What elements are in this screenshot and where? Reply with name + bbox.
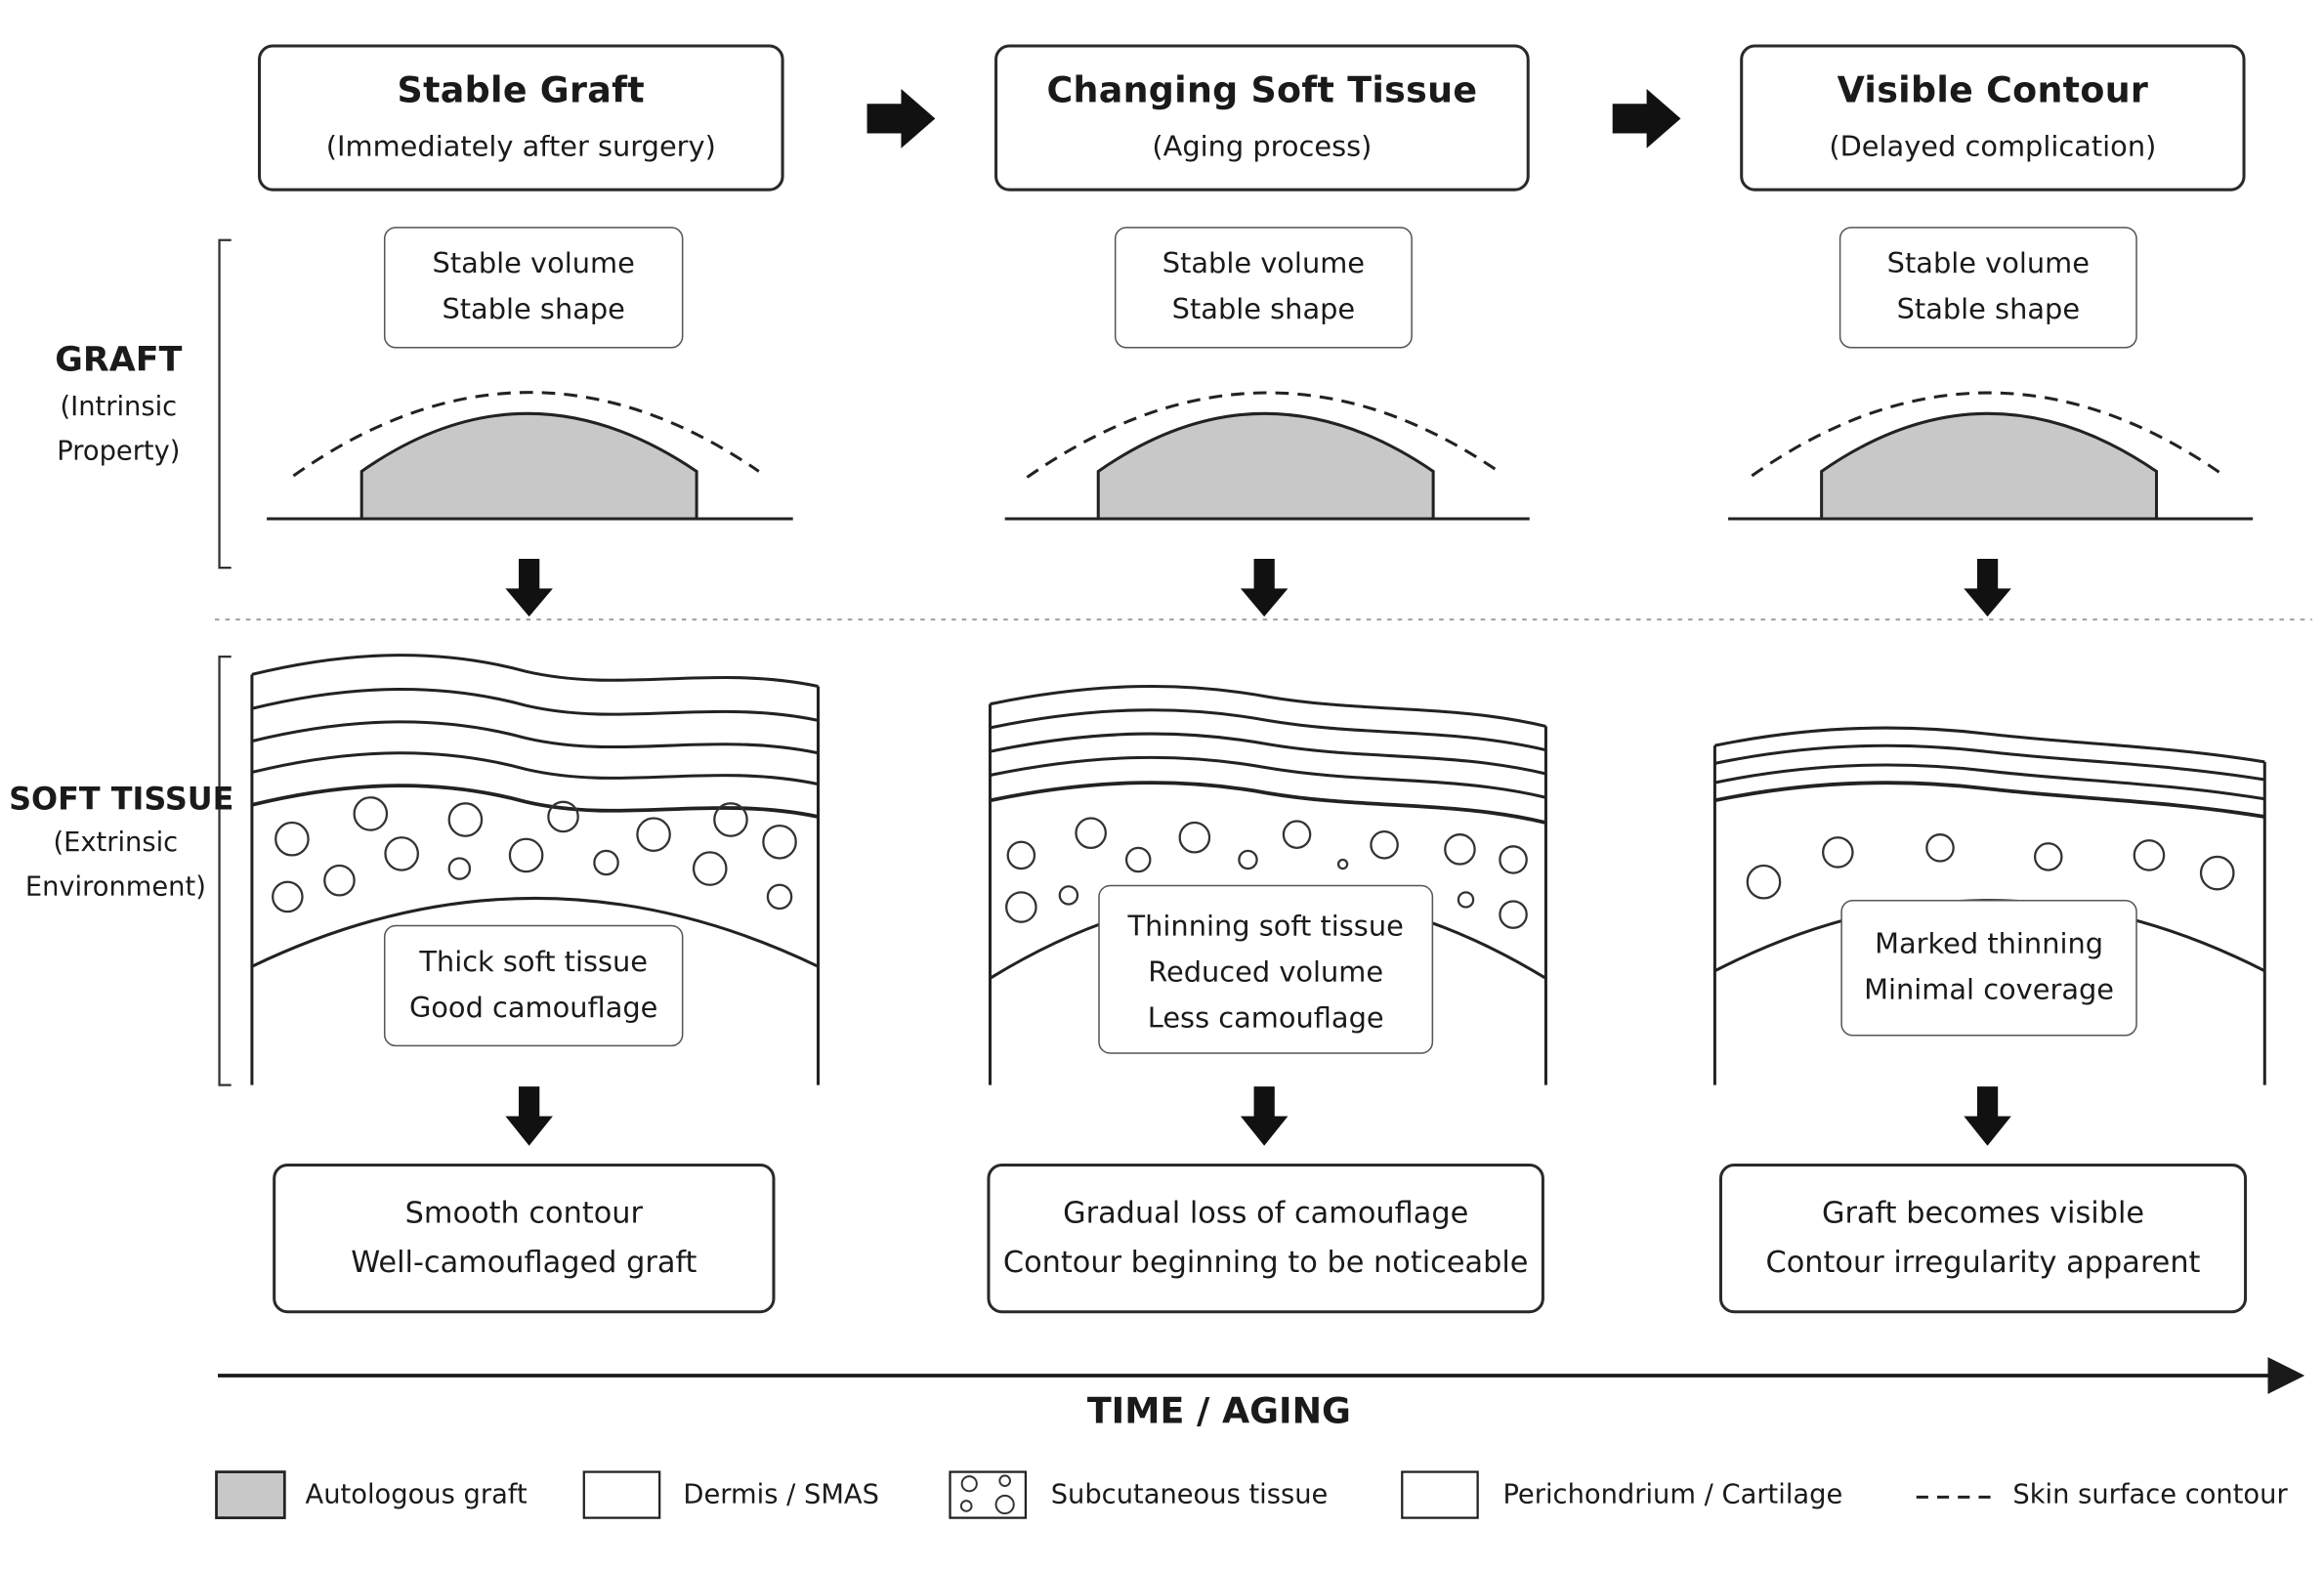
soft-tissue-row-bracket bbox=[218, 655, 232, 1086]
row-label-title: GRAFT bbox=[55, 340, 183, 380]
graft-illustration bbox=[267, 391, 793, 521]
stage-header: Visible Contour (Delayed complication) bbox=[1740, 44, 2246, 191]
right-arrow-icon bbox=[1612, 89, 1681, 149]
subcutaneous-fat-circles bbox=[272, 796, 797, 913]
outcome-box: Gradual loss of camouflage Contour begin… bbox=[987, 1164, 1544, 1314]
outcome-text: Smooth contour bbox=[404, 1194, 644, 1231]
right-arrow-icon bbox=[866, 89, 936, 149]
graft-property-text: Stable volume bbox=[432, 247, 635, 280]
legend-label: Autologous graft bbox=[305, 1479, 528, 1511]
soft-tissue-text: Thinning soft tissue bbox=[1127, 910, 1404, 943]
soft-tissue-text: Thick soft tissue bbox=[419, 945, 649, 979]
legend-label: Skin surface contour bbox=[2012, 1479, 2288, 1511]
down-arrow-icon bbox=[505, 1086, 553, 1146]
graft-property-text: Stable shape bbox=[1171, 293, 1356, 326]
soft-tissue-text: Less camouflage bbox=[1147, 1001, 1384, 1036]
down-arrow-icon bbox=[1240, 558, 1289, 617]
graft-property-box: Stable volume Stable shape bbox=[1114, 227, 1413, 349]
row-label-sub: Environment) bbox=[24, 871, 206, 903]
row-label-soft-tissue: SOFT TISSUE (Extrinsic Environment) bbox=[9, 781, 234, 911]
stage-subtitle: (Delayed complication) bbox=[1829, 130, 2157, 163]
outcome-text: Contour beginning to be noticeable bbox=[1002, 1243, 1529, 1280]
down-arrow-icon bbox=[1964, 558, 2011, 617]
graft-row-bracket bbox=[218, 238, 232, 570]
soft-tissue-text: Good camouflage bbox=[408, 992, 658, 1025]
stage-title: Changing Soft Tissue bbox=[1046, 69, 1478, 111]
legend-label: Subcutaneous tissue bbox=[1050, 1479, 1329, 1511]
legend-label: Perichondrium / Cartilage bbox=[1502, 1479, 1843, 1511]
soft-tissue-text: Minimal coverage bbox=[1864, 973, 2115, 1007]
outcome-text: Contour irregularity apparent bbox=[1765, 1243, 2201, 1280]
row-label-sub: (Extrinsic bbox=[53, 827, 179, 859]
row-label-sub: (Intrinsic bbox=[60, 391, 178, 423]
soft-tissue-illustration bbox=[250, 654, 821, 1085]
row-label-graft: GRAFT (Intrinsic Property) bbox=[23, 341, 213, 475]
soft-tissue-box: Thick soft tissue Good camouflage bbox=[383, 924, 684, 1047]
soft-tissue-box: Marked thinning Minimal coverage bbox=[1840, 899, 2137, 1037]
graft-illustration bbox=[1004, 391, 1530, 521]
down-arrow-icon bbox=[1964, 1086, 2011, 1146]
graft-property-text: Stable shape bbox=[1896, 293, 2081, 326]
stage-title: Stable Graft bbox=[397, 69, 646, 111]
subcutaneous-fat-circles bbox=[1005, 817, 1528, 929]
subcutaneous-fat-circles bbox=[1746, 833, 2235, 900]
graft-property-box: Stable volume Stable shape bbox=[1838, 227, 2137, 349]
graft-property-text: Stable shape bbox=[442, 293, 625, 326]
outcome-text: Graft becomes visible bbox=[1821, 1194, 2145, 1231]
outcome-text: Gradual loss of camouflage bbox=[1063, 1194, 1469, 1231]
stage-subtitle: (Aging process) bbox=[1152, 130, 1373, 163]
graft-property-text: Stable volume bbox=[1162, 247, 1366, 280]
graft-property-text: Stable volume bbox=[1886, 247, 2090, 280]
graft-illustration bbox=[1728, 391, 2254, 521]
outcome-box: Graft becomes visible Contour irregulari… bbox=[1718, 1164, 2248, 1314]
row-label-title: SOFT TISSUE bbox=[9, 781, 234, 817]
outcome-box: Smooth contour Well-camouflaged graft bbox=[273, 1164, 776, 1314]
legend-swatch-subcutaneous bbox=[949, 1470, 1028, 1519]
legend-swatch-graft bbox=[215, 1470, 286, 1519]
soft-tissue-text: Reduced volume bbox=[1148, 955, 1384, 989]
stage-header: Changing Soft Tissue (Aging process) bbox=[994, 44, 1530, 191]
stage-title: Visible Contour bbox=[1837, 69, 2149, 111]
down-arrow-icon bbox=[1240, 1086, 1289, 1146]
soft-tissue-text: Marked thinning bbox=[1875, 927, 2104, 961]
graft-property-box: Stable volume Stable shape bbox=[383, 227, 684, 349]
legend-swatch-perichondrium bbox=[1401, 1470, 1479, 1519]
stage-subtitle: (Immediately after surgery) bbox=[325, 130, 716, 163]
legend-label: Dermis / SMAS bbox=[683, 1479, 879, 1511]
time-axis-label: TIME / AGING bbox=[1086, 1390, 1351, 1432]
stage-header: Stable Graft (Immediately after surgery) bbox=[257, 44, 784, 191]
soft-tissue-box: Thinning soft tissue Reduced volume Less… bbox=[1098, 884, 1434, 1054]
outcome-text: Well-camouflaged graft bbox=[351, 1243, 697, 1280]
row-label-sub: Property) bbox=[57, 436, 181, 467]
down-arrow-icon bbox=[505, 558, 553, 617]
legend-swatch-dermis bbox=[582, 1470, 661, 1519]
